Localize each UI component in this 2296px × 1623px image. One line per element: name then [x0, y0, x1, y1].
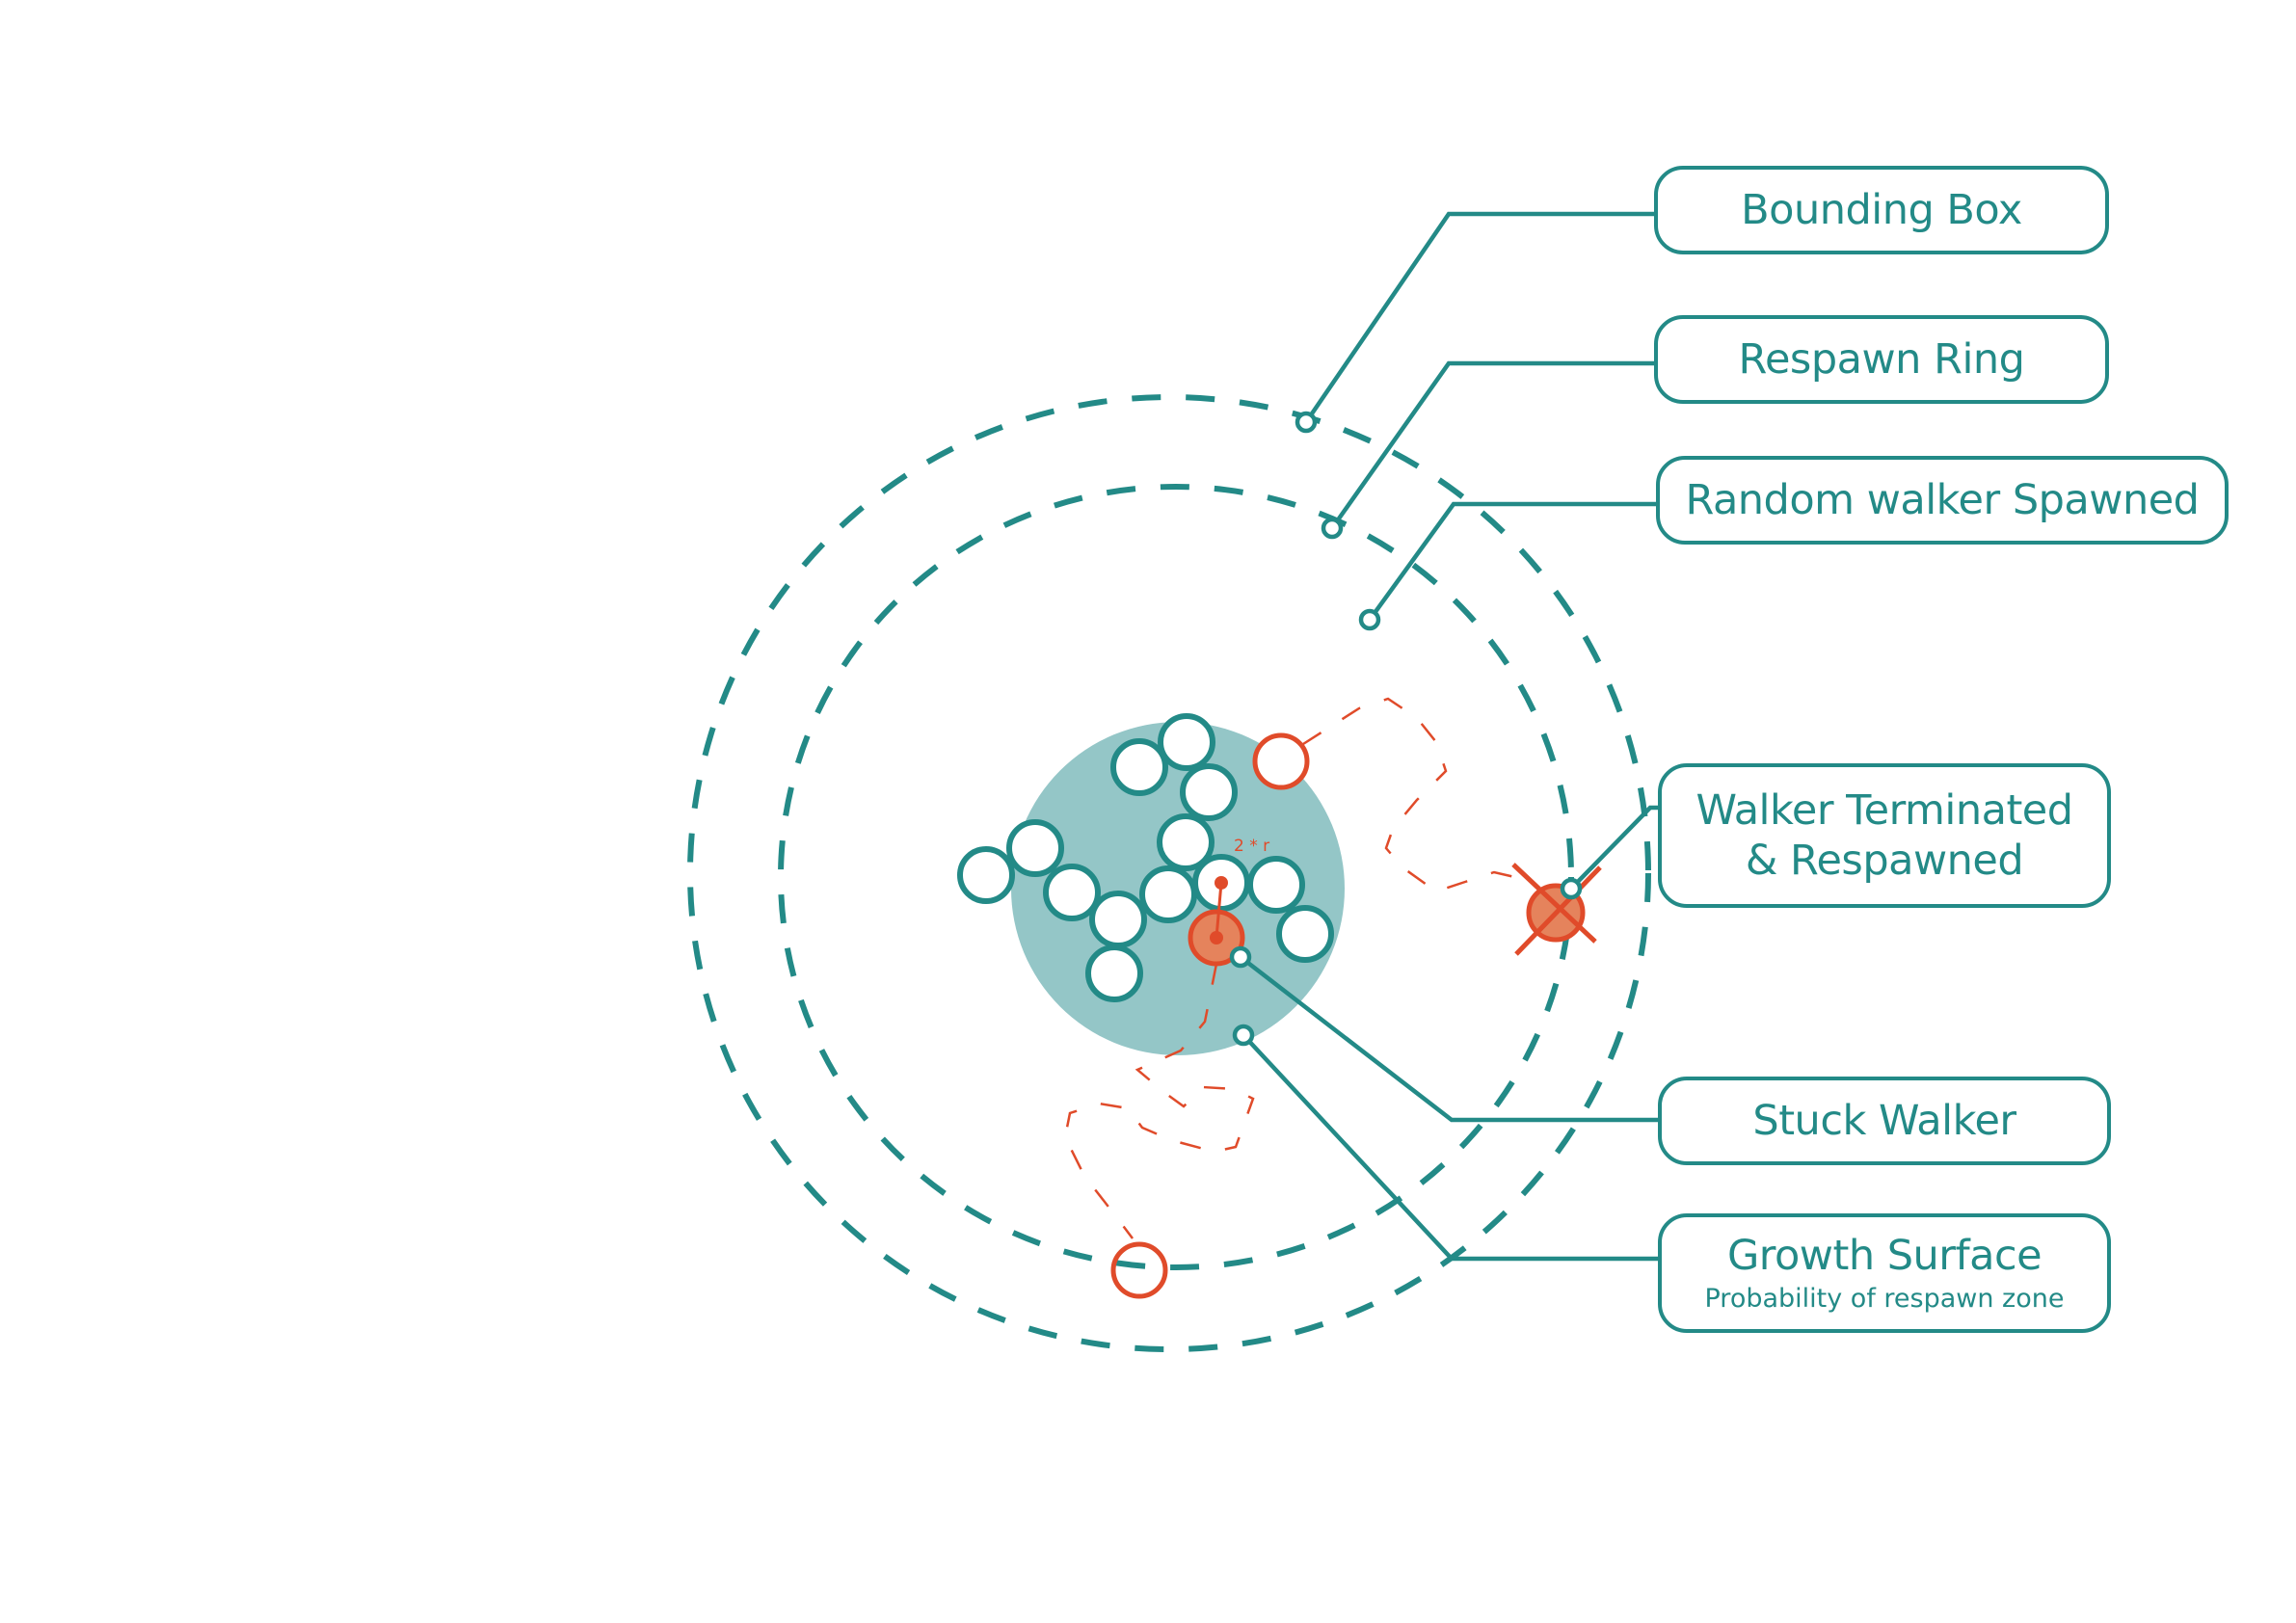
respawn-ring-circle [778, 484, 1574, 1270]
random-walk-paths [1063, 697, 1553, 1239]
bounding-box-circle [687, 394, 1651, 1352]
particle [1157, 813, 1215, 871]
anchor-random-walker [1358, 608, 1381, 631]
contact-center-dot [1215, 876, 1228, 890]
label-stuck-walker-text: Stuck Walker [1752, 1096, 2016, 1145]
anchor-respawn-ring [1321, 517, 1344, 540]
label-random-walker-text: Random walker Spawned [1685, 475, 2200, 524]
walk-path-spawned [1302, 697, 1553, 898]
particle [1043, 864, 1101, 921]
particle [1139, 865, 1197, 923]
label-walker-terminated-line1: Walker Terminated [1695, 785, 2073, 835]
leader-bounding-box [1304, 211, 1654, 424]
stuck-center-dot [1210, 931, 1223, 945]
respawned-walker [1110, 1241, 1168, 1299]
leader-walker-terminated [1569, 805, 1658, 891]
particle [1158, 713, 1215, 771]
label-walker-terminated: Walker Terminated & Respawned [1658, 763, 2111, 908]
label-stuck-walker: Stuck Walker [1658, 1077, 2111, 1165]
leader-stuck-walker [1239, 955, 1658, 1123]
label-respawn-ring-text: Respawn Ring [1738, 334, 2025, 384]
leader-respawn-ring [1330, 360, 1654, 530]
anchor-stuck-walker [1229, 945, 1252, 969]
leader-random-walker [1368, 501, 1656, 622]
radius-line [1215, 882, 1223, 939]
cross-icon-stroke [1511, 863, 1597, 944]
particle [957, 846, 1015, 904]
particle [1180, 763, 1238, 821]
particle [1110, 738, 1168, 796]
spawned-walker [1252, 732, 1310, 790]
walk-path-stuck [1063, 963, 1255, 1239]
distance-label: 2 * r [1234, 837, 1269, 856]
particle [1085, 945, 1143, 1002]
cross-icon-stroke [1514, 865, 1602, 956]
terminated-walker [1511, 863, 1602, 956]
particle [1006, 819, 1064, 877]
label-random-walker-spawned: Random walker Spawned [1656, 456, 2229, 545]
aggregate-particles [957, 713, 1334, 1002]
anchor-walker-terminated [1560, 877, 1583, 900]
label-growth-surface-subtext: Probability of respawn zone [1704, 1283, 2065, 1314]
particle [1276, 905, 1334, 963]
leader-growth-surface [1241, 1033, 1658, 1262]
particle [1089, 891, 1147, 948]
label-bounding-box: Bounding Box [1654, 166, 2109, 254]
anchor-bounding-box [1295, 411, 1318, 434]
label-bounding-box-text: Bounding Box [1741, 185, 2022, 234]
anchor-growth-surface [1232, 1024, 1255, 1047]
label-walker-terminated-line2: & Respawned [1745, 837, 2024, 885]
particle [1247, 856, 1305, 914]
label-respawn-ring: Respawn Ring [1654, 315, 2109, 404]
label-growth-surface-text: Growth Surface [1726, 1232, 2042, 1281]
label-growth-surface: Growth Surface Probability of respawn zo… [1658, 1213, 2111, 1333]
